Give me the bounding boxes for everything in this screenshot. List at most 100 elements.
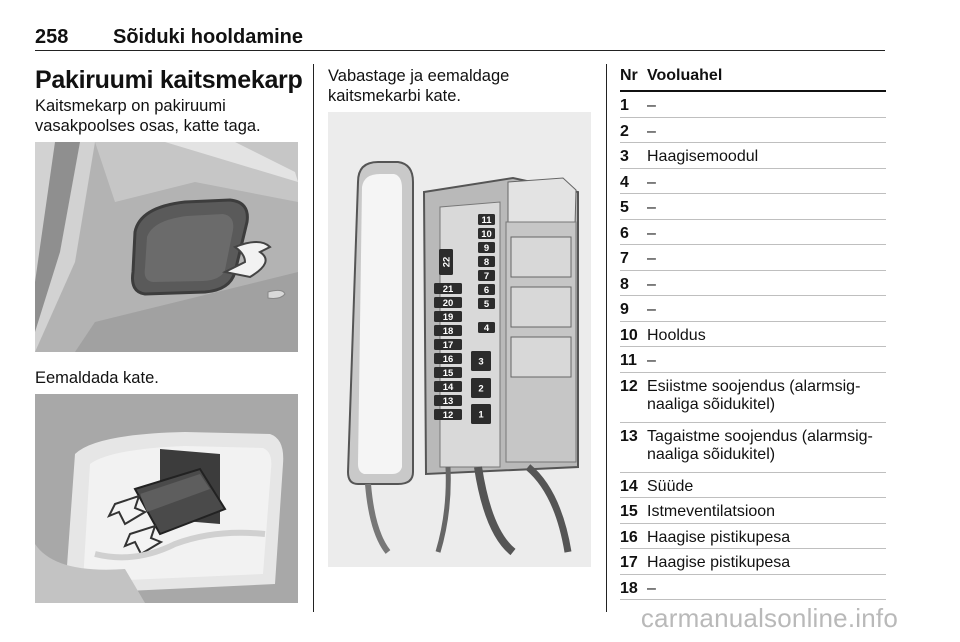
fuse-label: 16 <box>443 354 454 365</box>
table-row: 7– <box>620 245 886 271</box>
fuse-number: 9 <box>620 301 629 318</box>
circuit-description-line: naaliga sõidukitel) <box>647 445 776 463</box>
table-row: 18– <box>620 575 886 600</box>
circuit-description: Tagaistme soojendus (alarmsig-naaliga sõ… <box>647 428 886 464</box>
table-row: 6– <box>620 220 886 245</box>
instruction-text: Vabastage ja eemaldage kaitsmekarbi kate… <box>328 66 509 106</box>
circuit-description-line: Hooldus <box>647 326 706 344</box>
table-row: 1– <box>620 92 886 118</box>
fuse-slot <box>478 284 495 295</box>
circuit-description: – <box>647 97 886 115</box>
fuse-slot <box>478 256 495 267</box>
circuit-description: – <box>647 225 886 243</box>
fuse-number: 4 <box>620 173 629 191</box>
fuse-label: 17 <box>443 340 454 351</box>
fuse-number: 12 <box>620 377 638 395</box>
table-row: 12 Esiistme soojendus (alarmsig-naaliga s… <box>620 373 886 423</box>
figure-caption: Eemaldada kate. <box>35 369 159 387</box>
circuit-description-line: – <box>647 301 656 318</box>
fuse-label: 6 <box>484 285 489 296</box>
table-row: 17 Haagise pistikupesa <box>620 549 886 575</box>
circuit-description-line: Tagaistme soojendus (alarmsig- <box>647 427 873 445</box>
fuse-slot <box>434 311 462 322</box>
fuse-slot <box>434 339 462 350</box>
fuse-label: 7 <box>484 271 489 282</box>
table-row: 13 Tagaistme soojendus (alarmsig-naaliga … <box>620 423 886 473</box>
fuse-label: 9 <box>484 243 489 254</box>
circuit-description: Haagisemoodul <box>647 148 886 166</box>
circuit-description-line: Istmeventilatsioon <box>647 503 776 520</box>
circuit-description-line: – <box>647 224 656 242</box>
column-divider <box>313 64 314 612</box>
fuse-number: 15 <box>620 503 638 520</box>
fuse-slot <box>434 297 462 308</box>
circuit-description: Hooldus <box>647 327 886 345</box>
fuse-label: 10 <box>481 229 492 240</box>
circuit-description-line: Haagisemoodul <box>647 148 759 165</box>
fuse-number: 8 <box>620 275 629 293</box>
table-row: 2– <box>620 118 886 143</box>
fuse-slot <box>434 283 462 294</box>
circuit-description-line: – <box>647 122 656 140</box>
fuse-number: 16 <box>620 528 638 546</box>
circuit-description-line: – <box>647 579 656 597</box>
fuse-label: 1 <box>478 410 484 421</box>
fuse-number: 13 <box>620 427 638 445</box>
column-header-nr: Nr <box>620 67 638 84</box>
circuit-description-line: – <box>647 352 656 369</box>
circuit-description: – <box>647 199 886 217</box>
circuit-description: – <box>647 301 886 319</box>
column-divider <box>606 64 607 612</box>
fuse-slot <box>478 214 495 225</box>
fuse-number: 3 <box>620 148 629 165</box>
circuit-description: Istmeventilatsioon <box>647 503 886 521</box>
fuse-label: 8 <box>484 257 489 268</box>
fuse-slot <box>434 367 462 378</box>
fuse-slot <box>478 270 495 281</box>
instruction-text-line: Vabastage ja eemaldage <box>328 67 510 85</box>
fuse-slot <box>471 378 491 398</box>
table-row: 5– <box>620 194 886 220</box>
circuit-description: Haagise pistikupesa <box>647 554 886 572</box>
circuit-description: Süüde <box>647 478 886 496</box>
fuse-label: 11 <box>481 215 492 226</box>
fuse-label: 13 <box>443 396 454 407</box>
circuit-description: – <box>647 123 886 141</box>
table-row: 9– <box>620 296 886 322</box>
fuse-number: 5 <box>620 199 629 216</box>
fuse-slot <box>434 409 462 420</box>
fuse-label: 21 <box>443 284 454 295</box>
section-title: Pakiruumi kaitsmekarp <box>35 66 303 94</box>
fuse-label: 20 <box>443 298 454 309</box>
watermark: carmanualsonline.info <box>640 603 898 633</box>
fuse-slot <box>478 228 495 239</box>
fuse-label: 14 <box>443 382 454 393</box>
table-row: 15 Istmeventilatsioon <box>620 498 886 524</box>
circuit-description-line: – <box>647 173 656 191</box>
fuse-number: 6 <box>620 224 629 242</box>
fuse-number: 14 <box>620 477 638 495</box>
fuse-number: 17 <box>620 554 638 571</box>
table-row: 11– <box>620 347 886 373</box>
table-row: 10 Hooldus <box>620 322 886 347</box>
fuse-number: 10 <box>620 326 638 344</box>
circuit-description-line: naaliga sõidukitel) <box>647 395 776 413</box>
fuse-slot <box>434 381 462 392</box>
circuit-description: – <box>647 276 886 294</box>
fuse-label: 15 <box>443 368 454 379</box>
table-row: 8– <box>620 271 886 296</box>
circuit-description-line: – <box>647 250 656 267</box>
table-row: 4– <box>620 169 886 194</box>
circuit-description-line: Esiistme soojendus (alarmsig- <box>647 377 861 395</box>
fuse-number: 1 <box>620 97 629 114</box>
fuse-slot <box>434 395 462 406</box>
fuse-label: 2 <box>478 384 483 395</box>
fuse-slot <box>439 249 453 275</box>
instruction-text-line: kaitsmekarbi kate. <box>328 87 461 105</box>
page-header: 258 Sõiduki hooldamine <box>35 24 885 51</box>
circuit-description: Esiistme soojendus (alarmsig-naaliga sõi… <box>647 378 886 414</box>
fuse-label: 12 <box>443 410 454 421</box>
